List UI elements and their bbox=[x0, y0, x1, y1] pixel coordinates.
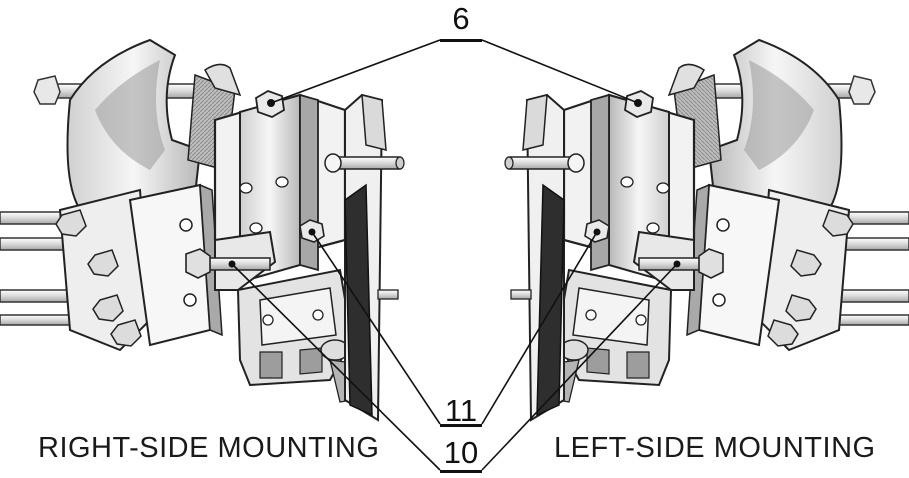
leader-lines bbox=[231, 39, 678, 471]
callout-number-6: 6 bbox=[452, 1, 470, 36]
callout-underline-6 bbox=[440, 39, 482, 42]
caption-left-side-mounting: LEFT-SIDE MOUNTING bbox=[554, 432, 876, 464]
callout-number-10: 10 bbox=[443, 435, 479, 470]
caption-right-side-mounting: RIGHT-SIDE MOUNTING bbox=[38, 432, 380, 464]
callout-underline-10 bbox=[440, 470, 482, 473]
callout-number-11: 11 bbox=[444, 393, 478, 428]
right-side-assembly bbox=[0, 38, 406, 422]
left-side-assembly bbox=[503, 38, 909, 422]
callout-underline-11 bbox=[440, 424, 482, 427]
